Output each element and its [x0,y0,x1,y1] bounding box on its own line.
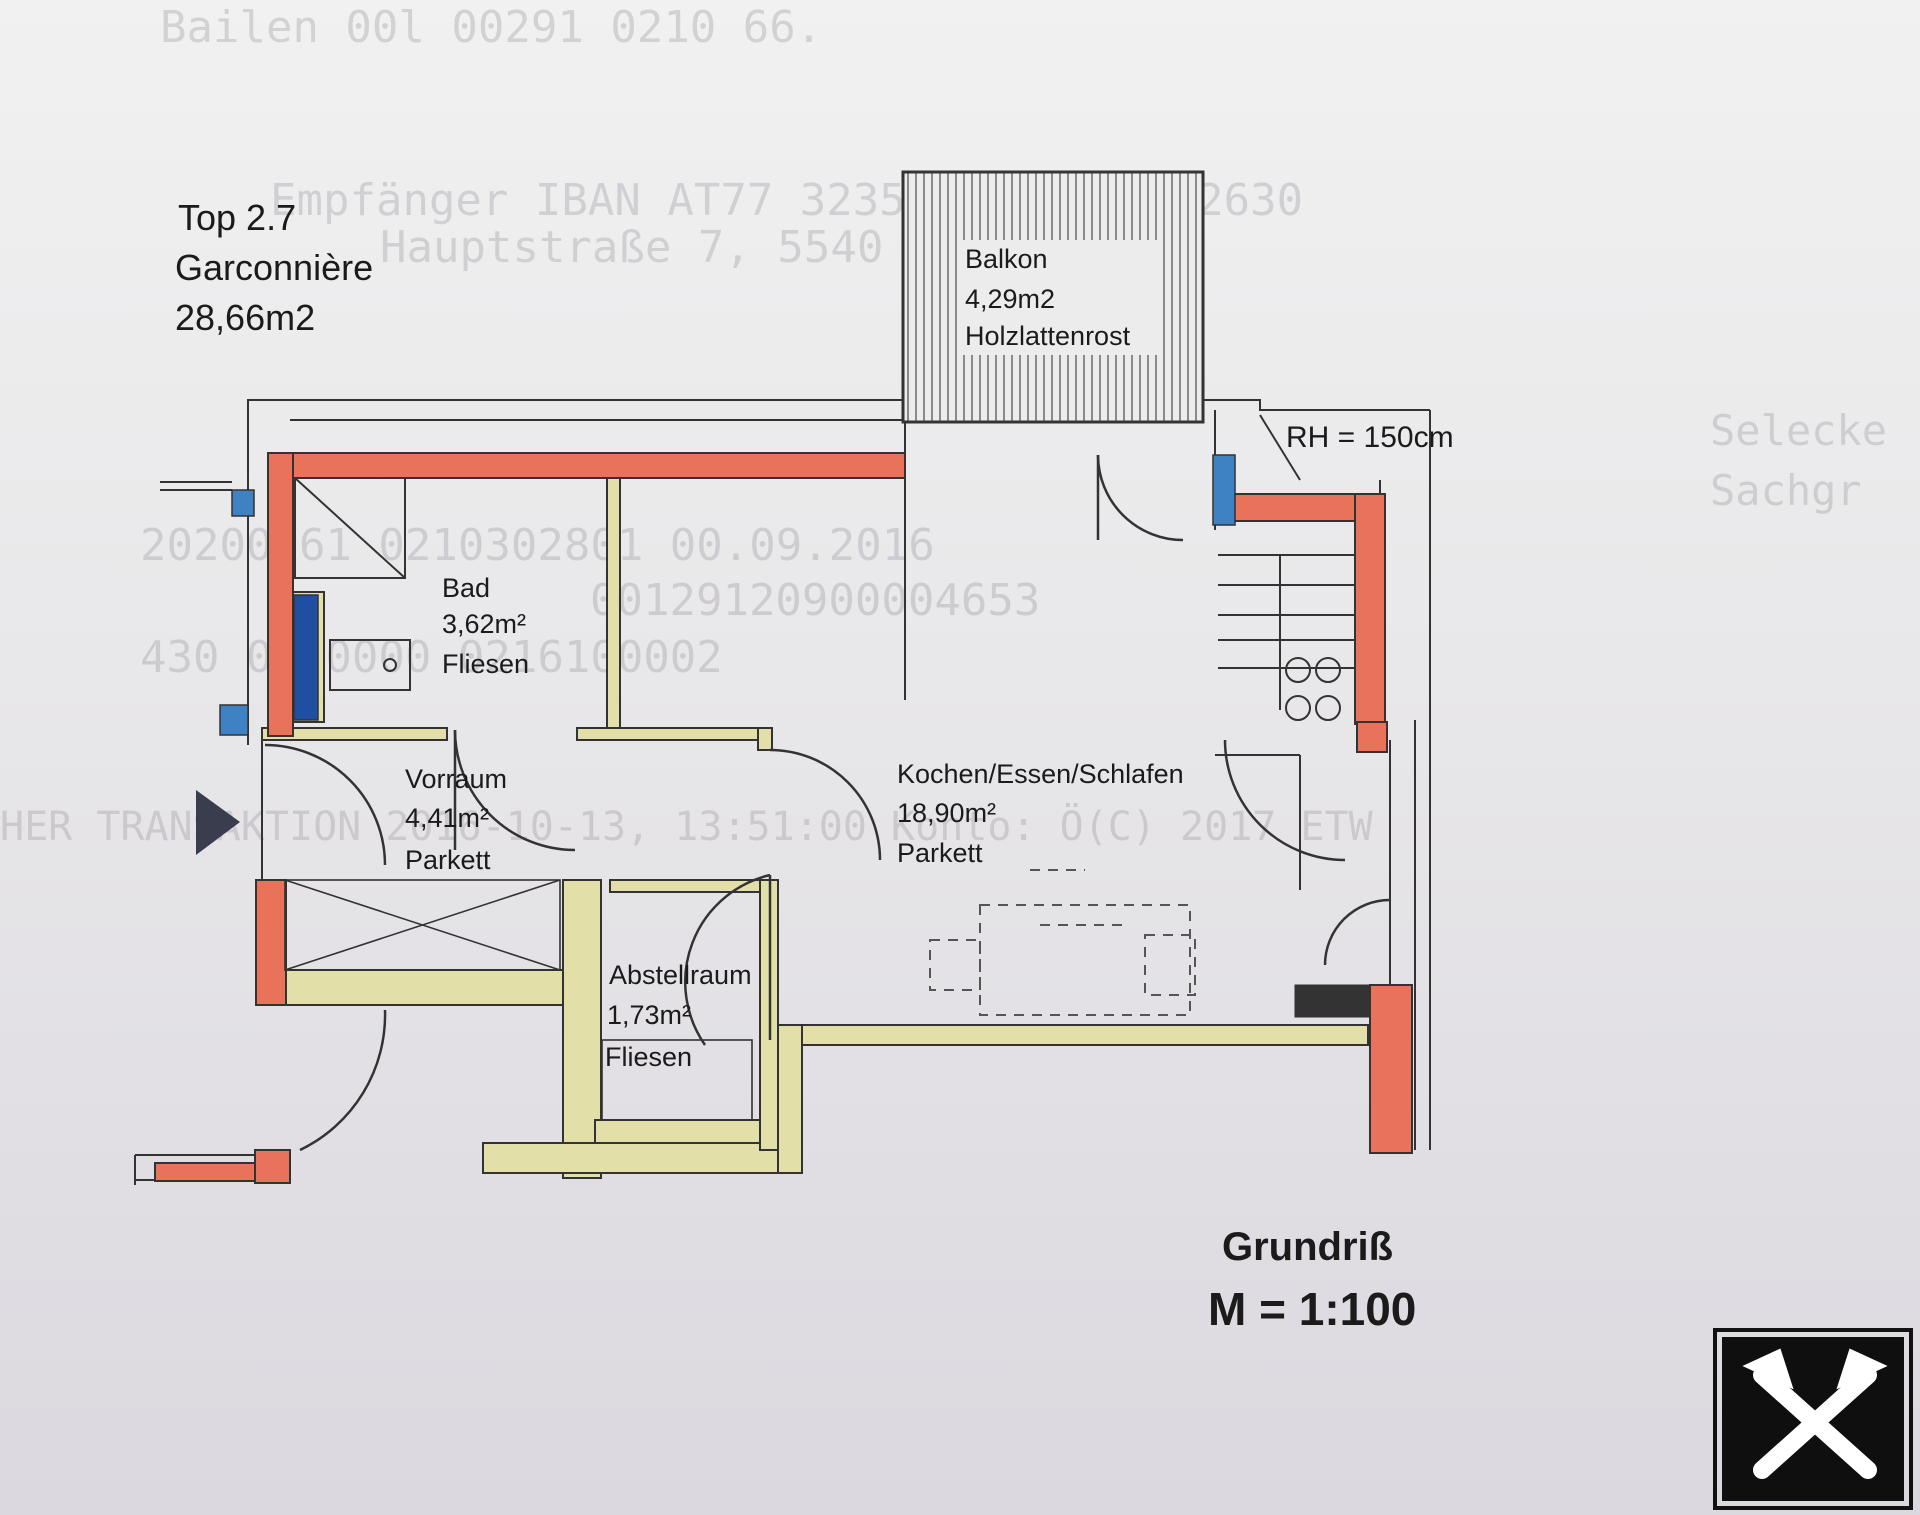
abstellraum-area: 1,73m² [607,1000,691,1030]
abstellraum-floor: Fliesen [605,1042,692,1072]
columns [219,454,1236,736]
unit-area: 28,66m2 [175,297,315,338]
vorraum-floor: Parkett [405,845,491,875]
balkon-name: Balkon [965,244,1048,274]
vorraum-name: Vorraum [405,764,507,794]
balkon-floor: Holzlattenrost [965,321,1131,351]
svg-text:Selecke: Selecke [1710,406,1887,455]
stove [1285,657,1341,721]
svg-text:20200261 0210302801 00.09.20: 20200261 0210302801 00.09.2016 [140,520,935,571]
balcony-label-bg [958,240,1160,355]
svg-text:430 0000000 0216100002: 430 0000000 0216100002 [140,632,723,683]
exterior-walls [154,452,1413,1184]
svg-text:Sachgr: Sachgr [1710,466,1862,515]
kochen-name: Kochen/Essen/Schlafen [897,759,1184,789]
balkon-area: 4,29m2 [965,284,1055,314]
raiffeisen-logo-icon [1713,1328,1913,1510]
kochen-area: 18,90m² [897,798,996,828]
door-swings [264,454,1391,1152]
plan-scale: M = 1:100 [1208,1283,1416,1335]
bath-fixtures [294,477,411,691]
bathtub [293,594,319,721]
radiator [1294,984,1371,1018]
bad-name: Bad [442,573,490,603]
abstellraum-name: Abstellraum [609,960,752,990]
furniture [929,869,1196,1016]
vorraum-area: 4,41m² [405,803,489,833]
storage-cabinets [284,879,753,1121]
svg-text:Hauptstraße 7, 5540: Hauptstraße 7, 5540 [380,222,883,273]
unit-type: Garconnière [175,247,373,288]
kochen-floor: Parkett [897,838,983,868]
plan-title: Grundriß [1222,1225,1393,1269]
entrance-arrow-icon [196,790,240,855]
rh-annotation: RH = 150cm [1286,421,1454,454]
svg-text:Bailen 00l 00291 0210 66.: Bailen 00l 00291 0210 66. [160,2,822,53]
unit-label: Top 2.7 [178,197,296,238]
bad-area: 3,62m² [442,609,526,639]
svg-text:00129120900004653: 00129120900004653 [590,575,1040,626]
bad-floor: Fliesen [442,649,529,679]
